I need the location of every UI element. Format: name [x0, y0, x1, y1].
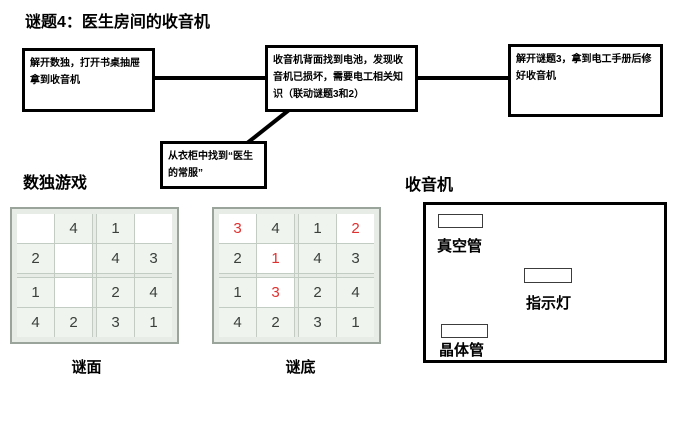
- radio-section-title: 收音机: [405, 177, 454, 194]
- sudoku-cell: 3: [337, 244, 374, 273]
- sudoku-cell: 1: [337, 308, 374, 337]
- sudoku-grid-divider: [55, 274, 92, 277]
- connector-node2-node4: [244, 108, 291, 146]
- sudoku-grid-divider: [299, 274, 336, 277]
- sudoku-grid-divider: [93, 274, 96, 277]
- page-title: 谜题4：医生房间的收音机: [25, 14, 210, 31]
- transistor-box: [441, 324, 488, 338]
- indicator-lamp-label: 指示灯: [526, 295, 572, 312]
- sudoku-grid-divider: [295, 278, 298, 307]
- sudoku-grid-divider: [337, 274, 374, 277]
- indicator-lamp-box: [524, 268, 572, 283]
- sudoku-cell: 1: [135, 308, 172, 337]
- sudoku-cell: [55, 278, 92, 307]
- sudoku-cell: 1: [219, 278, 256, 307]
- sudoku-cell: 1: [299, 214, 336, 243]
- sudoku-cell: 2: [219, 244, 256, 273]
- sudoku-cell: [55, 244, 92, 273]
- sudoku-cell: 4: [135, 278, 172, 307]
- sudoku-cell: 3: [257, 278, 294, 307]
- sudoku-grid-divider: [219, 274, 256, 277]
- sudoku-cell: 4: [17, 308, 54, 337]
- sudoku-grid-divider: [93, 278, 96, 307]
- sudoku-grid-divider: [295, 274, 298, 277]
- puzzle-caption: 谜面: [71, 359, 102, 376]
- sudoku-grid-divider: [295, 244, 298, 273]
- flow-node-open-drawer: 解开数独，打开书桌抽屉拿到收音机: [22, 48, 155, 112]
- sudoku-grid-divider: [93, 214, 96, 243]
- sudoku-cell: 1: [97, 214, 134, 243]
- sudoku-cell: 4: [257, 214, 294, 243]
- sudoku-cell: 3: [219, 214, 256, 243]
- sudoku-cell: 2: [97, 278, 134, 307]
- sudoku-cell: 4: [337, 278, 374, 307]
- flow-node-wardrobe-clothes: 从衣柜中找到“医生的常服”: [160, 141, 267, 189]
- sudoku-grid-divider: [93, 308, 96, 337]
- sudoku-grid-divider: [17, 274, 54, 277]
- flow-node-radio-battery: 收音机背面找到电池，发现收音机已损坏，需要电工相关知识（联动谜题3和2）: [265, 45, 418, 112]
- sudoku-grid-divider: [295, 214, 298, 243]
- sudoku-cell: 4: [55, 214, 92, 243]
- sudoku-cell: [135, 214, 172, 243]
- vacuum-tube-label: 真空管: [437, 238, 483, 255]
- transistor-label: 晶体管: [439, 342, 485, 359]
- sudoku-cell: 2: [17, 244, 54, 273]
- sudoku-cell: [17, 214, 54, 243]
- sudoku-cell: 4: [299, 244, 336, 273]
- sudoku-cell: 2: [337, 214, 374, 243]
- sudoku-cell: 1: [257, 244, 294, 273]
- sudoku-grid-divider: [93, 244, 96, 273]
- sudoku-grid-divider: [257, 274, 294, 277]
- sudoku-grid-divider: [97, 274, 134, 277]
- sudoku-section-title: 数独游戏: [23, 175, 88, 192]
- solution-caption: 谜底: [285, 359, 316, 376]
- sudoku-cell: 4: [219, 308, 256, 337]
- sudoku-cell: 2: [257, 308, 294, 337]
- sudoku-grid-divider: [135, 274, 172, 277]
- sudoku-cell: 4: [97, 244, 134, 273]
- sudoku-cell: 3: [299, 308, 336, 337]
- sudoku-cell: 1: [17, 278, 54, 307]
- vacuum-tube-box: [438, 214, 483, 228]
- sudoku-grid-divider: [295, 308, 298, 337]
- sudoku-cell: 2: [55, 308, 92, 337]
- sudoku-cell: 3: [135, 244, 172, 273]
- sudoku-cell: 3: [97, 308, 134, 337]
- flow-node-fix-radio: 解开谜题3，拿到电工手册后修好收音机: [508, 44, 663, 117]
- sudoku-cell: 2: [299, 278, 336, 307]
